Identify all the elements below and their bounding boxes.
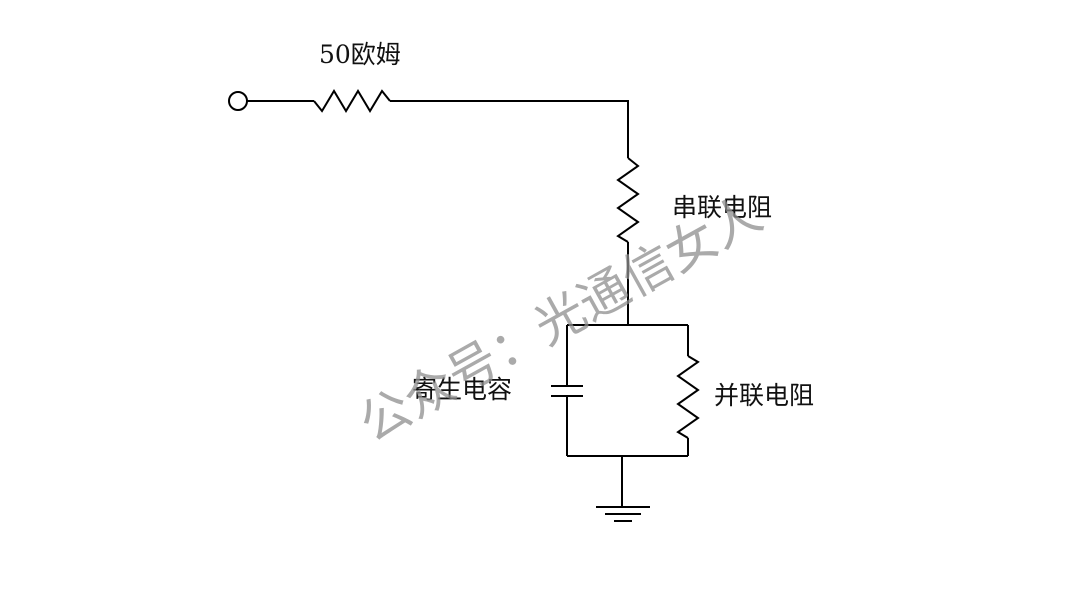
ground-icon — [596, 506, 650, 522]
parasitic-capacitor-label: 寄生电容 — [412, 375, 512, 404]
source-resistor-symbol — [313, 89, 391, 113]
top-wire — [390, 100, 629, 158]
parallel-resistor-label: 并联电阻 — [714, 381, 814, 410]
parallel-resistor-symbol — [676, 355, 700, 439]
watermark-text: 公众号：光通信女人 — [350, 185, 772, 454]
input-terminal — [228, 91, 248, 111]
source-resistor-label: 50欧姆 — [319, 40, 401, 69]
series-resistor-symbol — [616, 157, 640, 243]
series-resistor-label: 串联电阻 — [672, 193, 772, 222]
